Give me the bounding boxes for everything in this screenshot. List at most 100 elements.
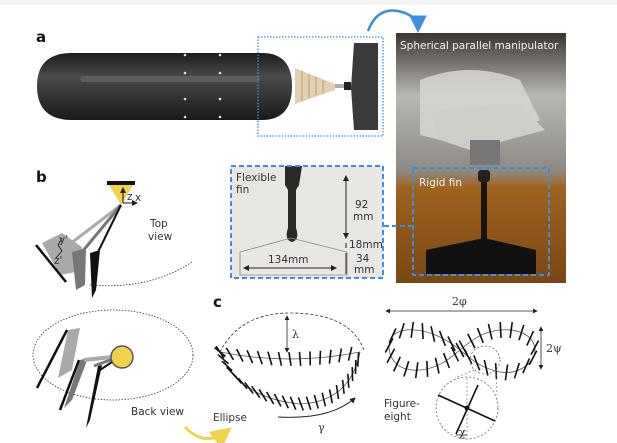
- fin-orientation-mark: [347, 373, 350, 388]
- fin-orientation-mark: [225, 347, 235, 361]
- fin-orientation-mark: [273, 393, 282, 407]
- fin-orientation-mark: [341, 379, 345, 394]
- fin-orientation-mark: [384, 338, 394, 353]
- fin-orientation-mark: [463, 349, 473, 365]
- rigid-fin-label: Rigid fin: [419, 177, 462, 189]
- fin-orientation-mark: [297, 397, 305, 411]
- fin-orientation-mark: [438, 330, 447, 347]
- fin-orientation-mark: [347, 346, 353, 361]
- dim-tip-unit: mm: [354, 264, 374, 276]
- fin-orientation-mark: [298, 351, 302, 366]
- figure-eight-trajectory: [384, 308, 544, 440]
- fin-orientation-mark: [288, 351, 292, 367]
- fin-orientation-mark: [421, 323, 424, 340]
- fin-orientation-mark: [277, 351, 283, 366]
- fin-orientation-mark: [467, 333, 476, 349]
- panel-label-a: a: [36, 28, 46, 46]
- fin-orientation-mark: [319, 350, 322, 365]
- fin-orientation-mark: [526, 330, 535, 346]
- rigid-fin-box: [412, 167, 550, 276]
- fin-orientation-mark: [356, 352, 360, 367]
- robot-hull: [37, 53, 292, 120]
- yellow-arrow-icon: [183, 425, 232, 443]
- fin-orientation-mark: [267, 351, 273, 366]
- fin-orientation-mark: [426, 360, 429, 377]
- manipulator-photo: [396, 33, 566, 283]
- panel-label-b: b: [36, 168, 47, 186]
- back-view-label: Back view: [131, 406, 184, 418]
- top-view-label: Top: [149, 218, 168, 230]
- chi-label: χ: [459, 426, 466, 439]
- fin-orientation-mark: [513, 362, 521, 379]
- fin-orientation-mark: [473, 355, 481, 371]
- fin-orientation-mark: [338, 348, 343, 363]
- fin-orientation-mark: [321, 392, 327, 407]
- dim-height-unit: mm: [353, 211, 373, 223]
- dim-width: 134mm: [268, 254, 309, 266]
- fin-orientation-mark: [499, 321, 502, 338]
- dim-tip-value: 34: [356, 253, 370, 265]
- dim-neck: 18mm: [349, 239, 383, 251]
- fin-orientation-mark: [258, 388, 268, 402]
- gamma-label: γ: [318, 421, 325, 434]
- fin-orientation-mark: [305, 396, 312, 411]
- top-strip: [0, 0, 617, 5]
- axis-y-prime: y': [59, 234, 68, 246]
- fin-orientation-mark: [403, 361, 410, 377]
- fin-orientation-mark: [281, 395, 290, 409]
- back-view-diagram: [32, 309, 194, 428]
- lambda-label: λ: [292, 328, 299, 341]
- fin-orientation-mark: [289, 396, 297, 410]
- flexible-fin-box: [230, 165, 384, 279]
- axis-z: z: [127, 191, 133, 203]
- fin-orientation-mark: [398, 322, 405, 339]
- fin-orientation-mark: [231, 372, 243, 384]
- fin-orientation-mark: [522, 358, 531, 374]
- flexible-fin-title: Flexible: [236, 172, 276, 184]
- top-view-label-2: view: [148, 231, 173, 243]
- fin-orientation-mark: [455, 342, 465, 358]
- fin-orientation-mark: [388, 328, 397, 344]
- ellipse-trajectory: [214, 312, 365, 418]
- figure-eight-label: Figure-: [384, 398, 420, 410]
- fin-orientation-mark: [217, 353, 230, 365]
- fin-orientation-mark: [518, 324, 525, 341]
- axis-x: x: [135, 192, 141, 204]
- dim-height-value: 92: [355, 199, 368, 211]
- fin-orientation-mark: [528, 350, 538, 366]
- fin-orientation-mark: [530, 340, 540, 356]
- panel-label-c: c: [213, 293, 222, 311]
- two-phi-label: 2φ: [452, 295, 467, 308]
- fin-orientation-mark: [335, 384, 340, 400]
- fin-orientation-mark: [328, 389, 334, 404]
- photo-caption: Spherical parallel manipulator: [400, 40, 559, 52]
- fin-orientation-mark: [246, 349, 254, 364]
- fin-orientation-mark: [235, 348, 244, 363]
- fin-orientation-mark: [476, 327, 485, 344]
- flexible-fin-title-2: fin: [236, 184, 249, 196]
- fin-orientation-mark: [313, 394, 319, 409]
- fin-orientation-mark: [430, 326, 436, 343]
- two-psi-label: 2ψ: [546, 342, 562, 355]
- fin-orientation-mark: [251, 385, 261, 399]
- ellipse-label: Ellipse: [213, 412, 247, 424]
- fin-orientation-mark: [237, 377, 248, 390]
- fin-orientation-mark: [447, 336, 456, 352]
- fin-orientation-mark: [221, 360, 233, 372]
- fin-model: [351, 43, 378, 130]
- fin-orientation-mark: [265, 391, 275, 405]
- fin-orientation-mark: [487, 323, 493, 340]
- fin-orientation-mark: [442, 352, 451, 369]
- highlight-box-dotted: [257, 36, 384, 137]
- fin-orientation-mark: [214, 347, 226, 357]
- fin-orientation-mark: [328, 349, 332, 364]
- figure-eight-label-2: eight: [384, 411, 411, 423]
- fin-orientation-mark: [410, 321, 415, 338]
- bellows-cone: [295, 68, 351, 104]
- fin-orientation-mark: [244, 381, 254, 395]
- top-view-diagram: [35, 181, 193, 298]
- axis-z-prime: z': [54, 255, 62, 267]
- fin-orientation-mark: [414, 362, 419, 379]
- fin-orientation-mark: [483, 359, 489, 376]
